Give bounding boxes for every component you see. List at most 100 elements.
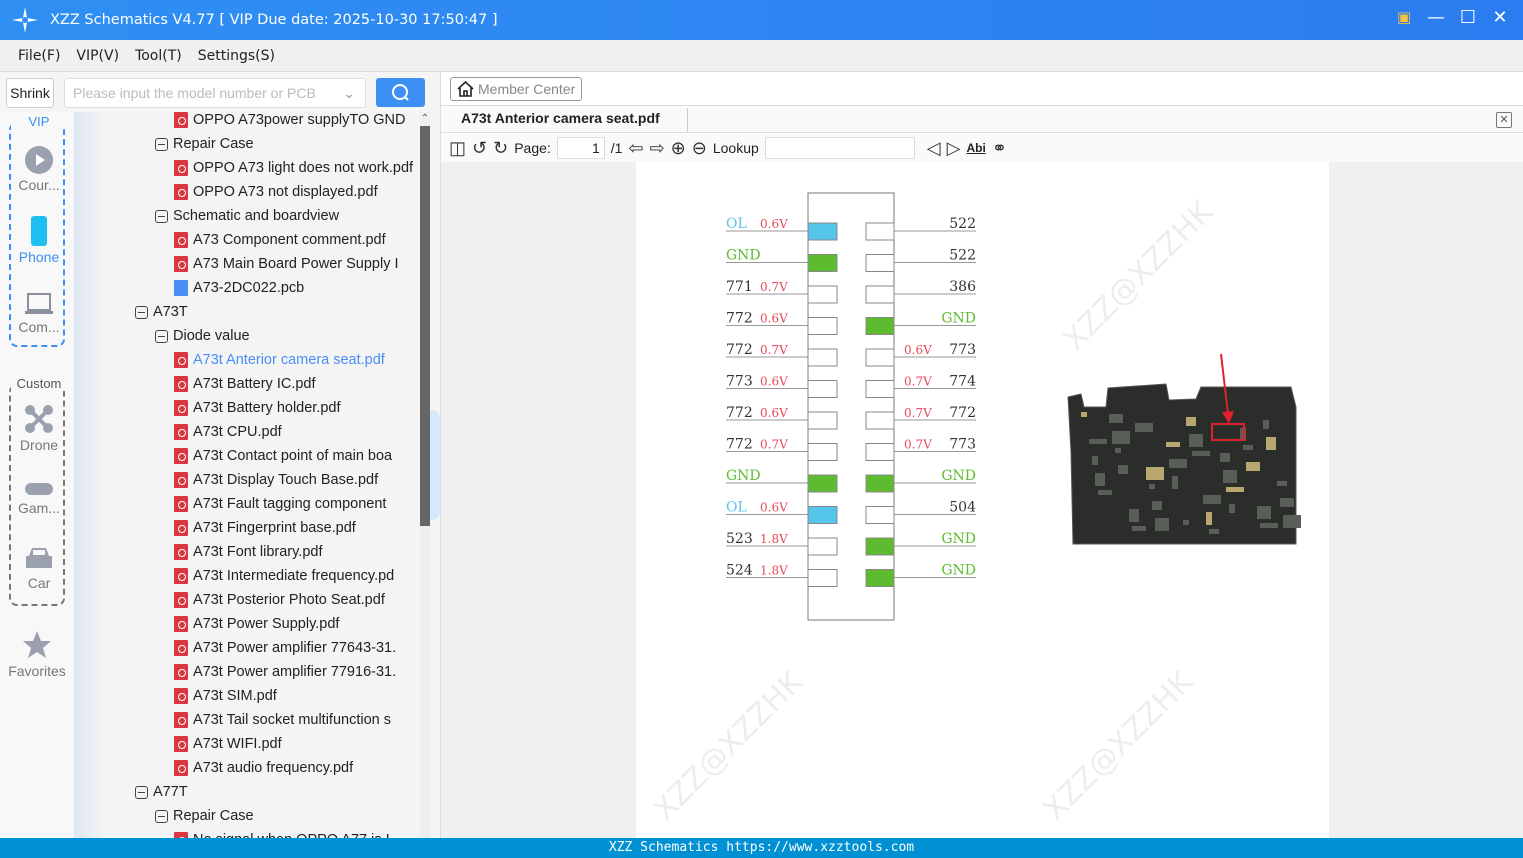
rotate-left-icon[interactable]: ↺ <box>472 138 488 158</box>
pin-pad <box>865 380 895 398</box>
tree-hscroll-edge[interactable] <box>420 126 430 526</box>
zoom-in-icon[interactable]: ⊕ <box>670 138 686 158</box>
pin-net-label: 772 <box>949 405 976 421</box>
menu-settings[interactable]: Settings(S) <box>197 47 275 64</box>
collapse-icon[interactable] <box>135 785 148 799</box>
tree-file[interactable]: A73 Main Board Power Supply I <box>174 252 399 276</box>
tree-folder[interactable]: A73T <box>135 300 188 324</box>
pin-net-label: 523 <box>726 531 753 547</box>
tree-file[interactable]: A73t WIFI.pdf <box>174 732 282 756</box>
maximize-button[interactable]: ☐ <box>1459 6 1477 28</box>
tree-file[interactable]: A73t Battery holder.pdf <box>174 396 341 420</box>
collapse-icon[interactable] <box>155 329 168 343</box>
close-button[interactable]: ✕ <box>1492 6 1508 28</box>
tree-item-label: A73t Tail socket multifunction s <box>193 712 391 728</box>
tree-file[interactable]: A73t Fingerprint base.pdf <box>174 516 356 540</box>
minimize-button[interactable]: — <box>1427 6 1445 28</box>
tree-file[interactable]: A73t Display Touch Base.pdf <box>174 468 378 492</box>
match-case-toggle[interactable]: Abi <box>966 141 986 155</box>
lookup-input[interactable] <box>764 137 915 159</box>
tree-file[interactable]: A73t Posterior Photo Seat.pdf <box>174 588 385 612</box>
board-component <box>1263 420 1269 429</box>
two-page-view-icon[interactable]: ◫ <box>449 138 467 158</box>
tree-file[interactable]: A73t Contact point of main boa <box>174 444 392 468</box>
search-button[interactable] <box>376 78 425 107</box>
pin-net-label: 773 <box>726 374 753 390</box>
tree-file[interactable]: A73t Anterior camera seat.pdf <box>174 348 385 372</box>
pin-net-label: 522 <box>949 248 976 264</box>
rotate-right-icon[interactable]: ↻ <box>493 138 509 158</box>
binoculars-icon[interactable]: ⚭ <box>991 138 1007 158</box>
tree-file[interactable]: A73t Tail socket multifunction s <box>174 708 391 732</box>
board-component <box>1169 459 1187 468</box>
pin-pad <box>807 285 838 304</box>
tree-file[interactable]: A73t SIM.pdf <box>174 684 277 708</box>
next-page-icon[interactable]: ⇨ <box>649 138 665 158</box>
tab-document[interactable]: A73t Anterior camera seat.pdf <box>461 110 660 126</box>
chevron-down-icon[interactable]: ⌄ <box>343 85 355 101</box>
tree-file[interactable]: A73t Power amplifier 77643-31. <box>174 636 396 660</box>
find-previous-icon[interactable]: ◁ <box>926 138 941 158</box>
tree-file[interactable]: A73-2DC022.pcb <box>174 276 304 300</box>
close-tabs-icon[interactable]: ✕ <box>1496 112 1512 128</box>
tree-folder[interactable]: Diode value <box>155 324 250 348</box>
menu-tool[interactable]: Tool(T) <box>135 47 182 64</box>
shrink-button[interactable]: Shrink <box>6 78 54 108</box>
find-next-icon[interactable]: ▷ <box>946 138 961 158</box>
collapse-icon[interactable] <box>155 137 168 151</box>
pin-pad <box>865 317 895 335</box>
app-logo-icon <box>12 7 38 33</box>
tree-file[interactable]: A73t Power amplifier 77916-31. <box>174 660 396 684</box>
tree-item-label: A73t Contact point of main boa <box>193 448 393 464</box>
tree-file[interactable]: A73t Battery IC.pdf <box>174 372 316 396</box>
menu-file[interactable]: File(F) <box>18 47 61 64</box>
tree-file[interactable]: A73 Component comment.pdf <box>174 228 386 252</box>
tree-file[interactable]: A73t Font library.pdf <box>174 540 323 564</box>
collapse-icon[interactable] <box>155 209 168 223</box>
tree-folder[interactable]: Repair Case <box>155 804 254 828</box>
zoom-out-icon[interactable]: ⊖ <box>691 138 707 158</box>
tree-file[interactable]: A73t Fault tagging component <box>174 492 386 516</box>
sidebar-item-favorites[interactable]: Favorites <box>4 630 70 679</box>
page-number-input[interactable]: 1 <box>556 137 605 159</box>
board-component <box>1220 453 1230 462</box>
drone-icon <box>25 405 53 433</box>
tree-file[interactable]: OPPO A73power supplyTO GND <box>174 112 406 132</box>
search-input[interactable]: Please input the model number or PCB⌄ <box>64 78 366 108</box>
menu-vip[interactable]: VIP(V) <box>76 47 120 64</box>
pdf-file-icon <box>174 760 188 776</box>
tree-folder[interactable]: Repair Case <box>155 132 254 156</box>
sidebar-item-car[interactable]: Car <box>11 546 67 591</box>
tree-item-label: Schematic and boardview <box>173 208 340 224</box>
sidebar-item-phone[interactable]: Phone <box>11 216 67 265</box>
board-component <box>1192 451 1210 456</box>
collapse-icon[interactable] <box>155 809 168 823</box>
tree-folder[interactable]: Schematic and boardview <box>155 204 339 228</box>
previous-page-icon[interactable]: ⇦ <box>628 138 644 158</box>
pin-voltage-label: 0.6V <box>760 501 788 515</box>
member-center-button[interactable]: Member Center <box>450 77 583 101</box>
vip-bag-icon[interactable]: ▣ <box>1396 8 1412 26</box>
tree-file[interactable]: OPPO A73 light does not work.pdf <box>174 156 413 180</box>
tree-file[interactable]: A73t audio frequency.pdf <box>174 756 353 780</box>
tree-folder[interactable]: A77T <box>135 780 188 804</box>
tree-file[interactable]: OPPO A73 not displayed.pdf <box>174 180 378 204</box>
collapse-icon[interactable] <box>135 305 148 319</box>
pdf-file-icon <box>174 352 188 368</box>
panel-splitter-handle[interactable] <box>430 410 440 520</box>
scroll-up-icon[interactable]: ⌃ <box>420 113 430 124</box>
tree-scrollbar[interactable]: ⌃ <box>420 112 430 838</box>
tree-file[interactable]: A73t Power Supply.pdf <box>174 612 339 636</box>
sidebar-item-drone[interactable]: Drone <box>11 404 67 453</box>
tree-file[interactable]: A73t Intermediate frequency.pd <box>174 564 394 588</box>
sidebar-item-courses[interactable]: Cour... <box>11 146 67 193</box>
tree-file[interactable]: No signal when OPPO A77 is I <box>174 828 390 838</box>
sidebar-item-computer[interactable]: Com... <box>11 292 67 335</box>
pin-pad <box>807 474 838 493</box>
tree-file[interactable]: A73t CPU.pdf <box>174 420 282 444</box>
sidebar-item-games[interactable]: Gam... <box>11 481 67 516</box>
board-component <box>1277 481 1287 486</box>
sidebar-item-label: Drone <box>19 437 59 453</box>
